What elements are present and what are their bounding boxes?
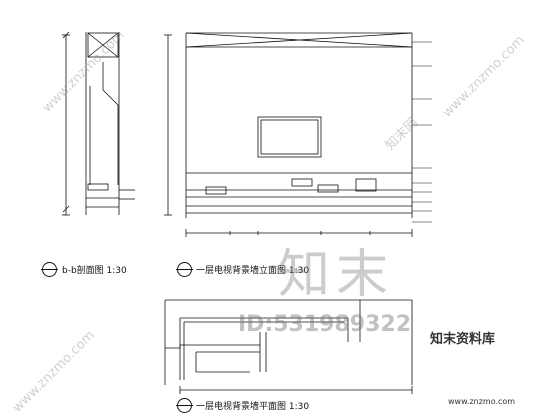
- plan-caption: 一层电视背景墙平面图 1:30: [196, 402, 310, 412]
- section-bb-caption: b-b剖面图 1:30: [62, 266, 127, 276]
- watermark-logo-text: 知末: [278, 245, 395, 305]
- leader-lines: [412, 41, 432, 223]
- section-bb-drawing: [62, 31, 135, 216]
- section-bb-title-symbol: [41, 262, 58, 277]
- elevation-drawing: [164, 32, 413, 237]
- elevation-caption: 一层电视背景墙立面图 1:30: [196, 266, 310, 276]
- plan-drawing: [164, 299, 413, 394]
- watermark-brand: 知末资料库: [430, 332, 496, 347]
- watermark-id: ID:531989322: [238, 312, 412, 337]
- plan-title-symbol: [176, 398, 193, 413]
- watermark-url: www.znzmo.com: [448, 397, 516, 406]
- elevation-title-symbol: [176, 262, 193, 277]
